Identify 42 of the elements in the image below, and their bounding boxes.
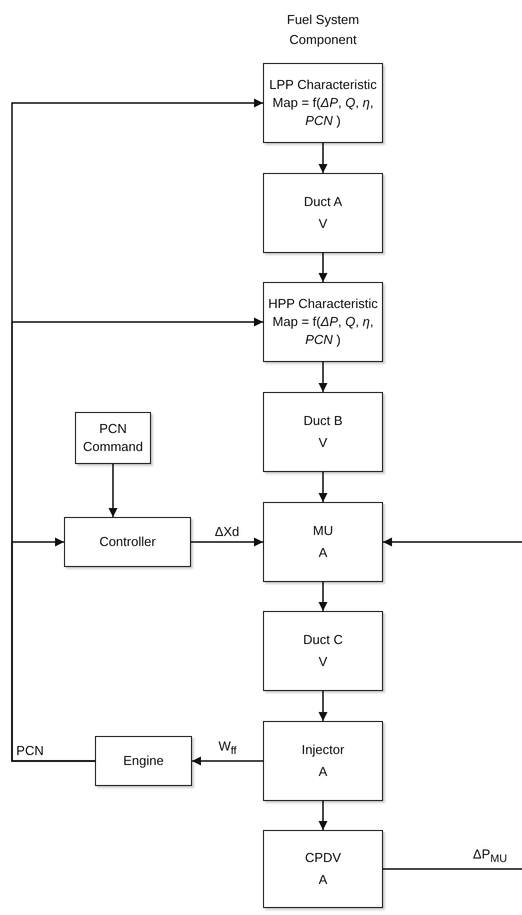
- process-box: [263, 830, 383, 908]
- box-text: A: [318, 544, 328, 562]
- connector-line: [383, 868, 522, 870]
- arrow: [11, 538, 95, 762]
- box-text: A: [318, 763, 328, 781]
- box-text: Duct A: [304, 193, 342, 211]
- box-text: MU: [312, 522, 334, 540]
- box-text: A: [318, 871, 328, 889]
- box-text: Injector: [302, 741, 344, 759]
- arrow: [318, 801, 328, 830]
- arrow: [318, 472, 328, 502]
- box-text: Duct B: [303, 412, 342, 430]
- arrow: [318, 582, 328, 611]
- process-box: [263, 392, 383, 472]
- process-box: [263, 282, 383, 362]
- arrow: [108, 464, 118, 517]
- box-text: Duct C: [303, 631, 343, 649]
- box-text: Engine: [123, 752, 164, 770]
- process-box: [263, 611, 383, 691]
- process-box: [263, 721, 383, 801]
- box-text: V: [318, 434, 328, 452]
- box-text: LPP Characteristic Map = f(ΔP, Q, η, PCN ): [268, 76, 378, 130]
- arrow: [318, 143, 328, 173]
- arrow: [318, 253, 328, 282]
- process-box: [64, 517, 191, 567]
- box-text: V: [318, 215, 328, 233]
- diagram-title: Fuel System Component: [286, 11, 360, 49]
- box-text: HPP Characteristic Map = f(ΔP, Q, η, PCN ): [267, 295, 379, 349]
- arrow: [318, 691, 328, 721]
- process-box: [263, 63, 383, 143]
- box-text: CPDV: [304, 849, 342, 867]
- process-box: [75, 412, 151, 464]
- process-box: [263, 173, 383, 253]
- box-text: Controller: [99, 533, 156, 551]
- arrow: [192, 756, 263, 766]
- box-text: V: [318, 653, 328, 671]
- arrow: [383, 538, 522, 546]
- box-text: PCN Command: [82, 420, 144, 456]
- arrow: [191, 538, 263, 546]
- arrow: [318, 362, 328, 392]
- process-box: [95, 736, 192, 786]
- process-box: [263, 502, 383, 582]
